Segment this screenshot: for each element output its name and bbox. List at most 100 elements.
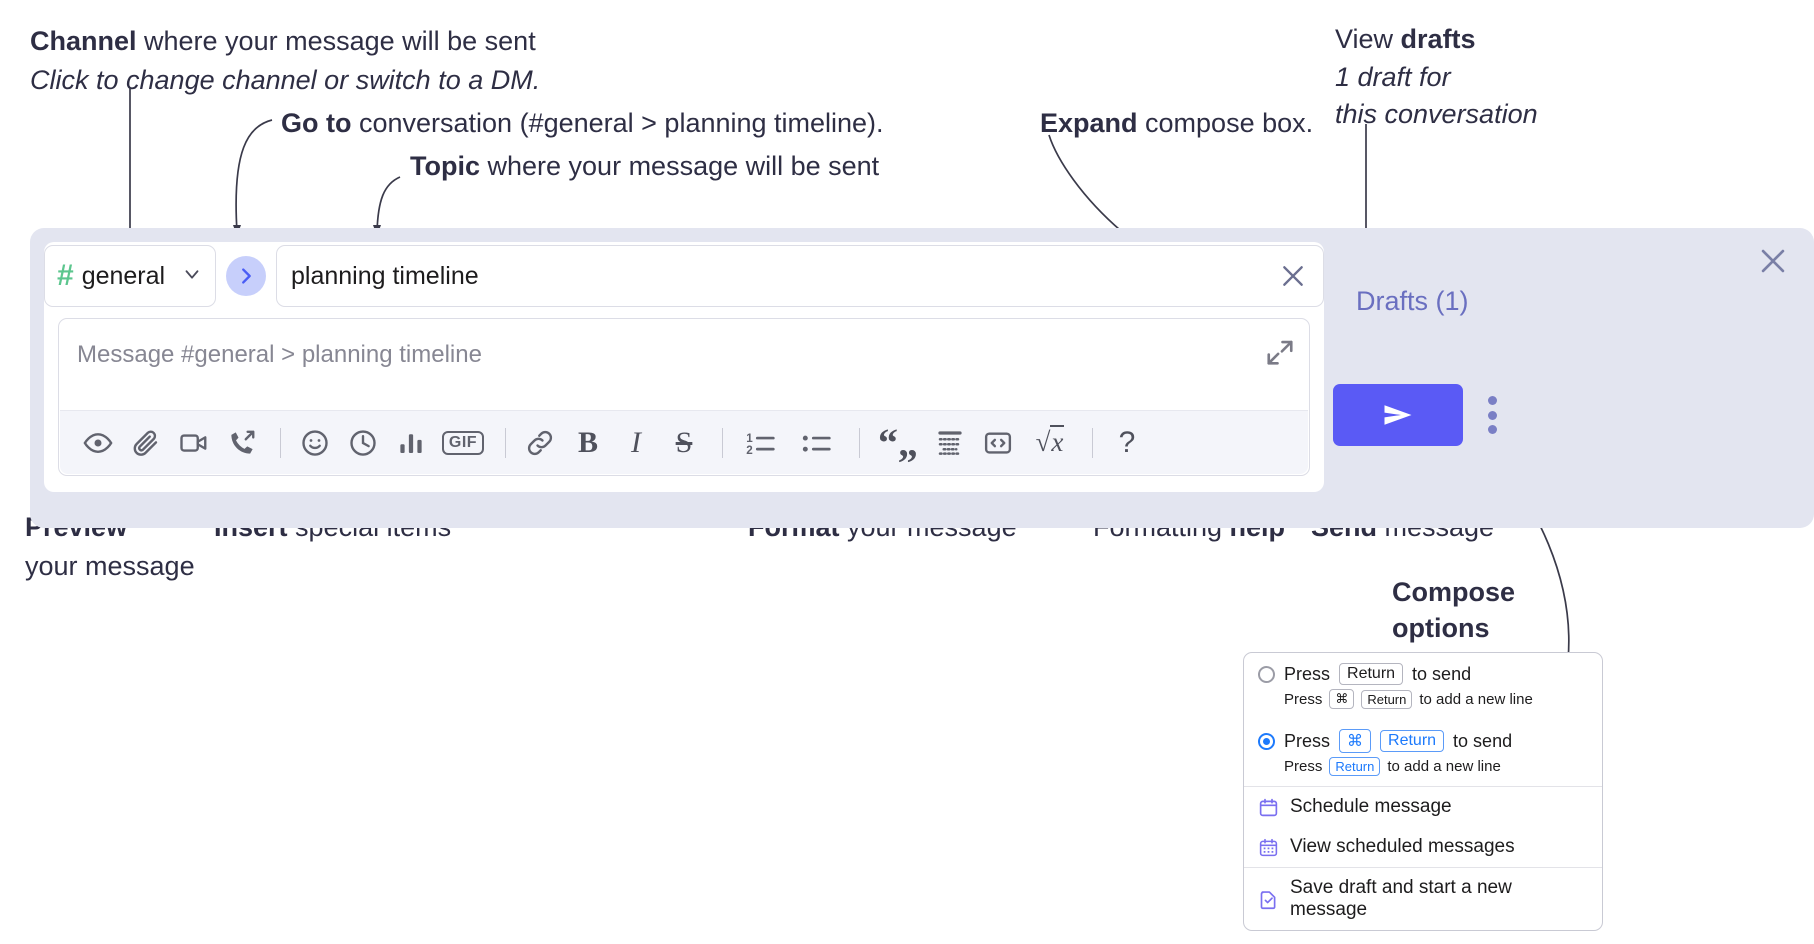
send-option-cmd-pre: Press [1284, 730, 1331, 751]
help-label: ? [1118, 425, 1136, 459]
key-cmd: ⌘ [1329, 689, 1355, 709]
menu-item-schedule-message[interactable]: Schedule message [1244, 787, 1602, 827]
annotation-topic-rest: where your message will be sent [480, 151, 880, 181]
svg-text:2: 2 [746, 444, 753, 457]
goto-conversation-button[interactable] [226, 256, 266, 296]
menu-item-label: Save draft and start a new message [1290, 877, 1512, 920]
annotation-goto-bold: Go to [281, 108, 352, 138]
save-draft-icon [1258, 889, 1279, 910]
compose-options-menu: Press Return to send Press ⌘ Return to a… [1243, 652, 1603, 931]
annotation-drafts: View drafts 1 draft for this conversatio… [1335, 22, 1538, 132]
toolbar-divider [722, 427, 723, 458]
sub-pre: Press [1284, 758, 1323, 775]
kebab-dot [1487, 410, 1497, 420]
annotation-drafts-plain: View [1335, 24, 1401, 54]
annotation-drafts-line2: 1 draft for [1335, 61, 1451, 92]
send-option-return-pre: Press [1284, 663, 1331, 684]
kebab-dot [1487, 425, 1497, 434]
strikethrough-icon[interactable]: S [662, 421, 706, 465]
menu-divider [1244, 786, 1602, 787]
send-option-cmd-return[interactable]: Press ⌘ Return to send [1244, 719, 1602, 755]
compose-panel: # general planning timeline Message #gen… [30, 228, 1814, 528]
poll-icon[interactable] [389, 421, 433, 465]
strikethrough-label: S [675, 425, 693, 459]
toolbar-divider [505, 427, 506, 458]
bold-icon[interactable]: B [566, 421, 610, 465]
audio-call-icon[interactable] [220, 421, 264, 465]
send-button[interactable] [1333, 384, 1463, 446]
annotation-compose-options-bold1: Compose [1392, 577, 1516, 607]
bold-label: B [577, 425, 598, 459]
annotation-expand-bold: Expand [1040, 108, 1138, 138]
math-label: √x [1035, 425, 1065, 457]
key-return: Return [1380, 730, 1445, 752]
key-return: Return [1329, 757, 1381, 776]
svg-text:1: 1 [746, 431, 753, 444]
menu-item-label: Schedule message [1290, 796, 1452, 817]
annotation-topic-bold: Topic [410, 151, 480, 181]
compose-header-row: # general planning timeline [44, 242, 1324, 310]
bulleted-list-icon[interactable] [791, 421, 843, 465]
annotation-channel: Channel where your message will be sent … [30, 24, 540, 97]
blockquote-icon[interactable]: “„ [872, 421, 924, 465]
radio-unselected-icon[interactable] [1258, 665, 1275, 683]
gif-label: GIF [441, 430, 485, 455]
topic-field[interactable]: planning timeline [276, 245, 1324, 307]
annotation-compose-options-bold2: options [1392, 612, 1490, 643]
annotation-goto: Go to conversation (#general > planning … [281, 106, 884, 141]
annotation-drafts-bold: drafts [1400, 24, 1476, 54]
key-cmd: ⌘ [1339, 729, 1372, 753]
math-icon[interactable]: √x [1024, 421, 1076, 465]
close-icon[interactable] [1756, 244, 1790, 278]
annotation-goto-rest: conversation (#general > planning timeli… [351, 108, 884, 138]
calendar-grid-icon [1258, 837, 1279, 858]
sub-post: to add a new line [1387, 758, 1501, 775]
emoji-icon[interactable] [293, 421, 337, 465]
drafts-link[interactable]: Drafts (1) [1356, 286, 1469, 316]
menu-divider [1244, 867, 1602, 868]
key-return: Return [1361, 689, 1413, 709]
preview-icon[interactable] [76, 421, 120, 465]
kebab-dot [1487, 396, 1497, 405]
hash-icon: # [57, 259, 74, 292]
send-option-cmd-post: to send [1453, 730, 1513, 751]
channel-selector[interactable]: # general [44, 245, 216, 307]
annotation-expand: Expand compose box. [1040, 106, 1313, 141]
inline-code-icon[interactable] [976, 421, 1020, 465]
clock-icon[interactable] [341, 421, 385, 465]
link-icon[interactable] [518, 421, 562, 465]
chevron-down-icon [181, 263, 203, 290]
help-icon[interactable]: ? [1105, 421, 1149, 465]
menu-item-save-draft[interactable]: Save draft and start a new message [1244, 868, 1602, 930]
menu-item-label: View scheduled messages [1290, 836, 1515, 857]
send-option-return-post: to send [1412, 663, 1472, 684]
italic-icon[interactable]: I [614, 421, 658, 465]
italic-label: I [631, 425, 641, 459]
annotation-channel-rest: where your message will be sent [136, 26, 536, 56]
annotation-expand-rest: compose box. [1137, 108, 1314, 138]
menu-item-view-scheduled[interactable]: View scheduled messages [1244, 827, 1602, 867]
radio-selected-icon[interactable] [1258, 732, 1275, 750]
compose-options-button[interactable] [1475, 392, 1509, 438]
blockquote-label: “„ [878, 419, 918, 465]
toolbar-divider [859, 427, 860, 458]
channel-name: general [81, 261, 166, 290]
clear-topic-icon[interactable] [1277, 260, 1309, 292]
calendar-icon [1258, 797, 1279, 818]
toolbar-divider [1092, 427, 1093, 458]
gif-icon[interactable]: GIF [437, 421, 489, 465]
code-block-icon[interactable] [928, 421, 972, 465]
annotation-channel-sub: Click to change channel or switch to a D… [30, 64, 541, 95]
expand-icon[interactable] [1265, 337, 1295, 372]
attachment-icon[interactable] [124, 421, 168, 465]
message-input-placeholder[interactable]: Message #general > planning timeline [77, 341, 482, 368]
send-option-return[interactable]: Press Return to send [1244, 653, 1602, 687]
video-icon[interactable] [172, 421, 216, 465]
key-return: Return [1339, 663, 1404, 685]
send-option-return-sub: Press ⌘ Return to add a new line [1244, 687, 1602, 719]
topic-input[interactable]: planning timeline [291, 261, 479, 290]
sub-post: to add a new line [1419, 690, 1533, 708]
message-box[interactable]: Message #general > planning timeline [58, 318, 1310, 476]
